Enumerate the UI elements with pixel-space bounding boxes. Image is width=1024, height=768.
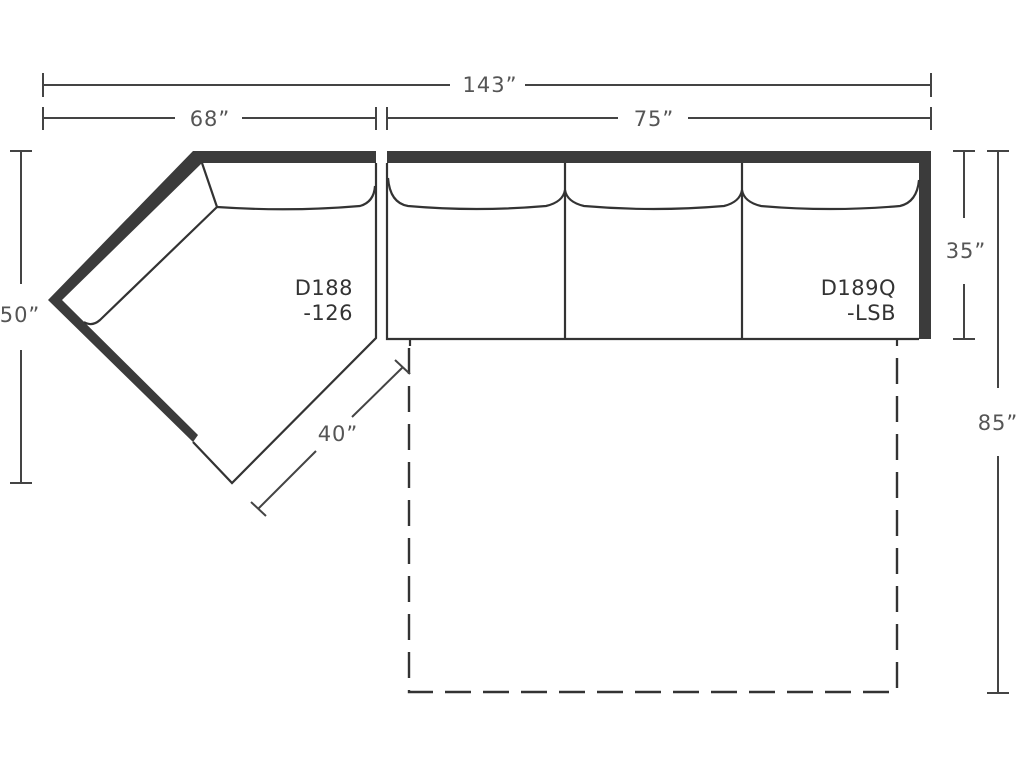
left-wedge-piece: D188 -126 xyxy=(48,151,378,485)
angled-side-label: 40” xyxy=(318,422,359,446)
right-sofa-piece: D189Q -LSB xyxy=(385,151,931,346)
left-wedge-back-frame xyxy=(48,151,376,442)
left-depth-label: 50” xyxy=(0,303,40,327)
right-sofa-label-line1: D189Q xyxy=(821,276,896,300)
angled-side-dimension: 40” xyxy=(250,359,411,517)
overall-width-label: 143” xyxy=(463,73,518,97)
chaise-depth-label: 85” xyxy=(978,411,1019,435)
chaise-dashed-outline xyxy=(407,348,899,694)
left-wedge-label-line1: D188 xyxy=(295,276,353,300)
left-depth-dimension: 50” xyxy=(0,150,40,484)
right-section-width-label: 75” xyxy=(634,107,675,131)
overall-width-dimension: 143” xyxy=(42,73,932,97)
chaise-depth-dimension: 85” xyxy=(978,150,1019,694)
left-section-width-dimension: 68” xyxy=(42,107,377,131)
right-section-width-dimension: 75” xyxy=(386,107,932,131)
right-sofa-label-line2: -LSB xyxy=(847,301,896,325)
seat-depth-label: 35” xyxy=(946,239,987,263)
left-section-width-label: 68” xyxy=(190,107,231,131)
seat-depth-dimension: 35” xyxy=(946,150,987,340)
left-wedge-label-line2: -126 xyxy=(303,301,353,325)
